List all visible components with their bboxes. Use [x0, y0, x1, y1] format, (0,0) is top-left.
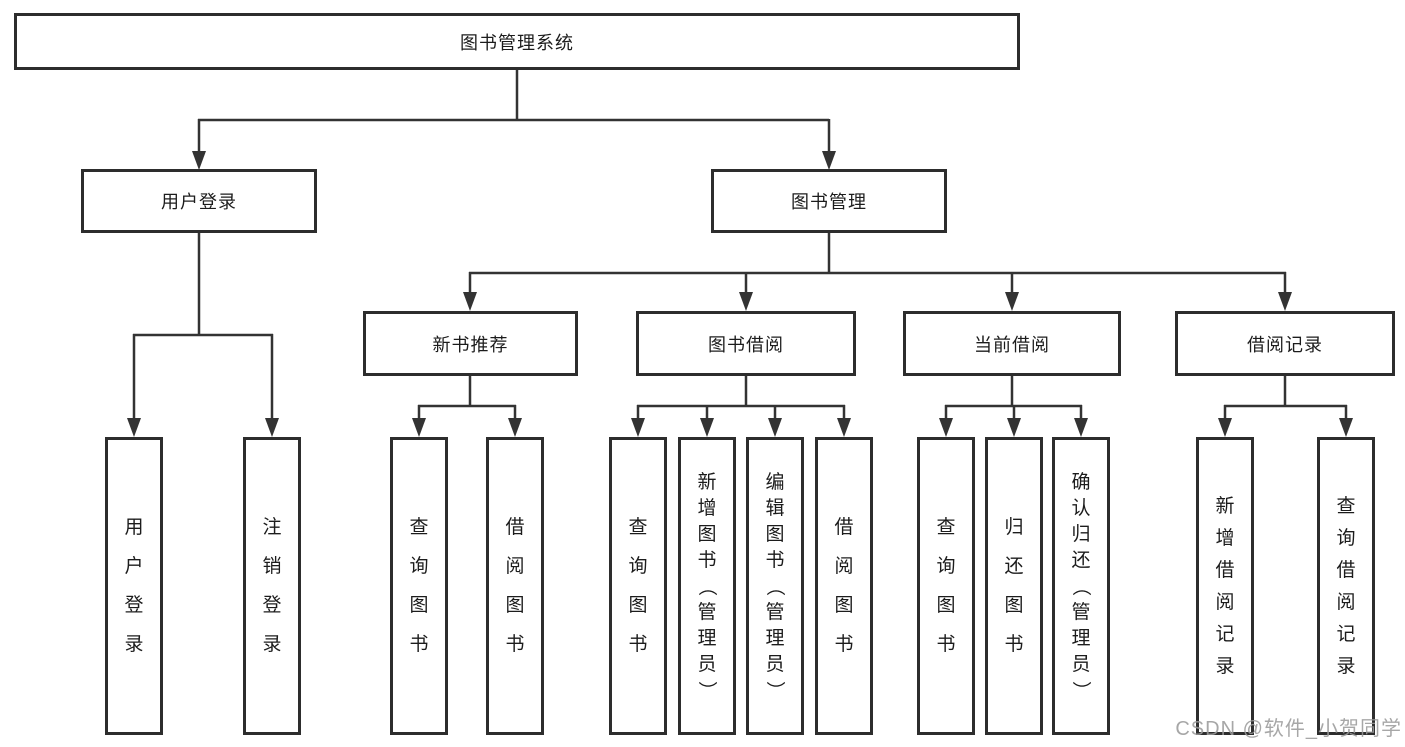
- node-label: 当前借阅: [974, 334, 1050, 355]
- node-label: 借阅记录: [1247, 334, 1323, 355]
- node-label: 图书管理系统: [460, 32, 574, 53]
- node-leaf-records-add-record: 新增借阅记录: [1196, 437, 1254, 735]
- node-label: 新增图书（管理员）: [696, 471, 718, 700]
- connector-recommend-children: [412, 376, 522, 437]
- node-label: 图书借阅: [708, 334, 784, 355]
- node-label: 编辑图书（管理员）: [764, 471, 786, 700]
- node-leaf-borrow-query-books: 查询图书: [609, 437, 667, 735]
- node-label: 注销登录: [262, 517, 282, 655]
- node-user-login: 用户登录: [81, 169, 317, 233]
- node-leaf-borrow-add-books-admin: 新增图书（管理员）: [678, 437, 736, 735]
- node-label: 图书管理: [791, 192, 867, 212]
- connector-root-to-level2: [192, 70, 836, 170]
- node-leaf-current-return-books: 归还图书: [985, 437, 1043, 735]
- node-label: 新书推荐: [432, 334, 509, 355]
- connector-current-children: [939, 376, 1088, 437]
- node-label: 用户登录: [124, 517, 144, 655]
- node-leaf-recommend-query-books: 查询图书: [390, 437, 448, 735]
- node-label: 借阅图书: [505, 517, 525, 655]
- node-leaf-records-query-record: 查询借阅记录: [1317, 437, 1375, 735]
- node-label: 查询图书: [409, 517, 429, 655]
- node-label: 查询借阅记录: [1336, 495, 1356, 677]
- node-label: 查询图书: [936, 517, 956, 655]
- node-label: 借阅图书: [834, 517, 854, 655]
- connector-book-management-children: [463, 233, 1292, 311]
- node-label: 新增借阅记录: [1215, 495, 1235, 677]
- node-leaf-borrow-edit-books-admin: 编辑图书（管理员）: [746, 437, 804, 735]
- node-label: 确认归还（管理员）: [1070, 471, 1092, 700]
- node-new-book-recommend: 新书推荐: [363, 311, 578, 376]
- connector-user-login-children: [127, 233, 279, 437]
- node-leaf-current-confirm-return-admin: 确认归还（管理员）: [1052, 437, 1110, 735]
- node-current-borrow: 当前借阅: [903, 311, 1121, 376]
- connector-borrow-children: [631, 376, 851, 437]
- node-leaf-user-login: 用户登录: [105, 437, 163, 735]
- node-leaf-logout: 注销登录: [243, 437, 301, 735]
- connector-records-children: [1218, 376, 1353, 437]
- node-label: 归还图书: [1004, 517, 1024, 655]
- node-label: 查询图书: [628, 517, 648, 655]
- node-label: 用户登录: [161, 192, 237, 212]
- node-borrow-records: 借阅记录: [1175, 311, 1395, 376]
- node-book-management: 图书管理: [711, 169, 947, 233]
- node-leaf-recommend-borrow-books: 借阅图书: [486, 437, 544, 735]
- node-root: 图书管理系统: [14, 13, 1020, 70]
- node-leaf-borrow-borrow-books: 借阅图书: [815, 437, 873, 735]
- node-book-borrow: 图书借阅: [636, 311, 856, 376]
- node-leaf-current-query-books: 查询图书: [917, 437, 975, 735]
- watermark-text: CSDN @软件_小贺同学: [1175, 718, 1402, 740]
